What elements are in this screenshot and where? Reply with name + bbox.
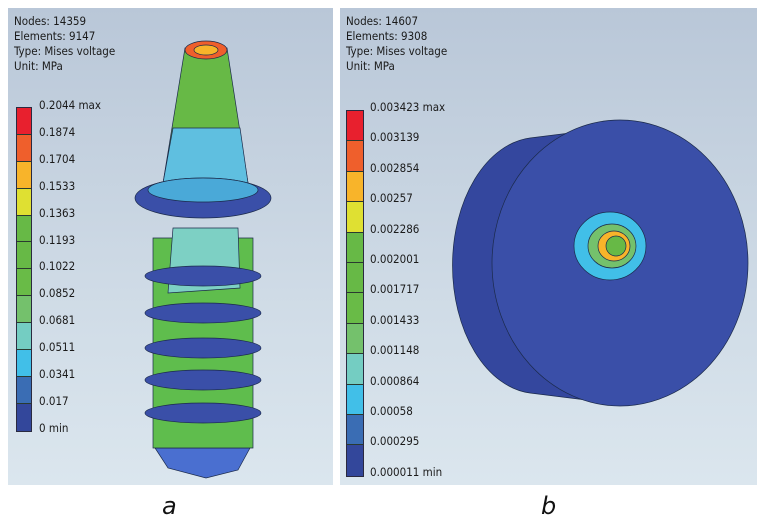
legend-label: 0.0681 [39,313,76,328]
color-scale-segment [347,323,363,355]
legend-label: 0.017 [39,393,69,408]
color-scale-bar [16,107,32,432]
color-scale-segment [17,323,31,351]
legend-label: 0.002001 [370,252,420,266]
legend-label: 0.002854 [370,160,420,175]
color-scale-segment [347,232,363,263]
color-scale-bar [346,110,364,477]
result-type: Type: Mises voltage [14,44,116,58]
color-scale-segment [347,262,363,294]
legend-label: 0.1704 [39,151,76,166]
color-scale-segment [347,293,363,324]
color-scale-segment [347,111,363,142]
color-scale-segment [17,269,31,297]
legend-label: 0.000011 min [370,464,443,479]
elements-count: Elements: 9308 [346,29,428,43]
panel-b: Nodes: 14607 Elements: 9308 Type: Mises … [340,8,757,485]
legend-label: 0.0511 [39,340,76,355]
color-scale-segment [17,350,31,377]
model-info: Nodes: 14607 Elements: 9308 Type: Mises … [346,14,447,74]
legend-label: 0.1193 [39,232,76,247]
color-scale-segment [17,108,31,135]
legend-label: 0.001148 [370,343,420,358]
legend-label: 0.2044 max [39,98,102,112]
legend-label: 0.1363 [39,205,76,220]
cylinder-model [452,119,749,407]
screw-model [134,40,272,479]
caption-a: a [162,492,177,520]
color-scale-segment [17,134,31,162]
legend-label: 0.0852 [39,286,76,301]
caption-b: b [541,492,557,520]
color-scale-segment [347,384,363,415]
legend-label: 0.1874 [39,124,76,139]
legend-label: 0.1022 [39,259,76,274]
legend-label: 0.001717 [370,282,420,297]
color-scale-segment [17,161,31,189]
nodes-count: Nodes: 14607 [346,14,419,28]
legend-label: 0.003423 max [370,100,446,114]
color-scale-segment [347,354,363,385]
legend-label: 0.000295 [370,434,420,449]
legend-label: 0.000864 [370,373,420,388]
color-scale-segment [347,141,363,172]
result-type: Type: Mises voltage [346,44,448,58]
color-scale-segment [347,445,363,476]
color-scale-segment [17,296,31,324]
elements-count: Elements: 9147 [14,29,96,43]
color-scale-segment [17,242,31,270]
unit: Unit: MPa [14,59,63,73]
legend-label: 0 min [39,420,69,435]
legend-label: 0.001433 [370,312,420,327]
color-scale-segment [347,171,363,203]
color-scale-segment [17,376,31,404]
color-scale-segment [17,188,31,216]
nodes-count: Nodes: 14359 [14,14,87,28]
color-scale-segment [17,403,31,431]
legend-label: 0.1533 [39,178,76,193]
color-scale-segment [347,414,363,446]
legend-label: 0.00058 [370,404,413,418]
color-scale-segment [347,202,363,233]
legend-label: 0.0341 [39,367,76,381]
legend-label: 0.002286 [370,221,420,236]
color-scale-segment [17,215,31,243]
model-info: Nodes: 14359 Elements: 9147 Type: Mises … [14,14,115,74]
legend-label: 0.00257 [370,191,413,206]
unit: Unit: MPa [346,59,395,73]
legend-label: 0.003139 [370,130,420,145]
panel-a: Nodes: 14359 Elements: 9147 Type: Mises … [8,8,333,485]
